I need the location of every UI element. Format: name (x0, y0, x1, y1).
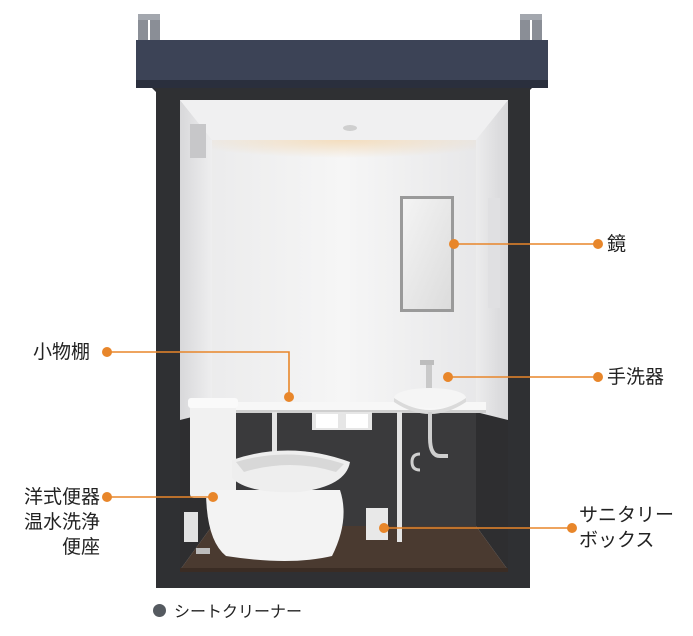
label-shelf: 小物棚 (33, 341, 91, 363)
label-toilet-line-2: 温水洗浄 (23, 511, 100, 533)
label-mirror: 鏡 (607, 233, 627, 255)
legend: シートクリーナー (153, 598, 302, 622)
legend-text: シートクリーナー (174, 602, 303, 621)
label-sanitary-box-line-1: サニタリー (579, 504, 675, 526)
toilet (184, 398, 350, 561)
label-sanitary-box: サニタリー ボックス (579, 503, 689, 553)
ceiling (180, 100, 508, 140)
label-toilet-line-1: 洋式便器 (23, 486, 100, 508)
side-panel (488, 198, 500, 308)
lifting-hook-right (520, 14, 542, 46)
label-sanitary-box-line-2: ボックス (579, 529, 655, 551)
paper-holder (312, 412, 372, 430)
drain-pipe (428, 412, 448, 458)
leader-dots (102, 239, 603, 533)
vent-fan (190, 124, 206, 158)
label-sink: 手洗器 (607, 366, 665, 388)
mirror (400, 196, 454, 312)
ceiling-light-glow (212, 140, 476, 170)
leader-lines (107, 243, 598, 529)
label-toilet-line-3: 便座 (61, 536, 100, 558)
label-toilet: 洋式便器 温水洗浄 便座 (8, 485, 100, 560)
ceiling-light (343, 125, 357, 131)
legend-dot-icon (153, 603, 166, 617)
sink-basin (394, 360, 466, 414)
lifting-hook-left (138, 14, 160, 46)
